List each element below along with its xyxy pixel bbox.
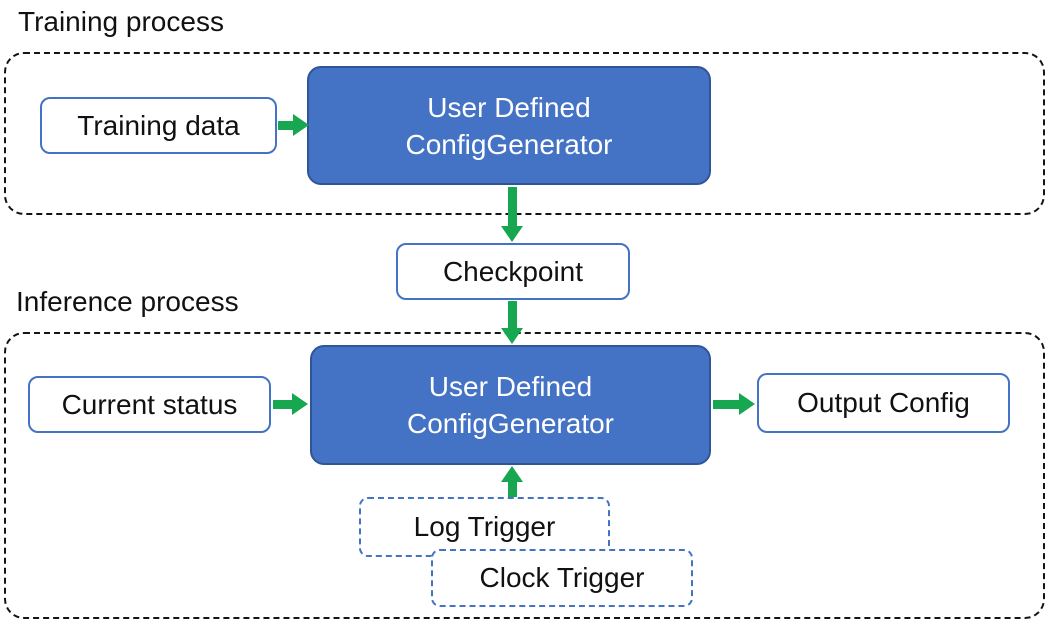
inference-generator-line1: User Defined — [428, 371, 593, 402]
training-data-label: Training data — [77, 109, 240, 141]
arrow-head — [501, 466, 523, 482]
checkpoint-box: Checkpoint — [396, 243, 630, 300]
current-status-box: Current status — [28, 376, 271, 433]
arrow-head — [501, 328, 523, 344]
arrow-shaft — [507, 301, 517, 328]
training-generator-line1: User Defined — [427, 91, 591, 123]
current-status-label: Current status — [61, 388, 238, 420]
training-process-label: Training process — [18, 6, 224, 37]
training-generator-line2: ConfigGenerator — [405, 128, 613, 160]
arrow-checkpoint-to-generator-icon — [501, 301, 523, 344]
arrow-shaft — [713, 399, 739, 409]
clock-trigger-box: Clock Trigger — [431, 549, 693, 607]
arrow-shaft — [507, 187, 517, 226]
training-data-box: Training data — [40, 97, 277, 154]
arrow-triggers-to-generator-icon — [501, 466, 523, 497]
arrow-head — [739, 393, 755, 415]
output-config-box: Output Config — [757, 373, 1010, 433]
checkpoint-label: Checkpoint — [442, 255, 584, 287]
training-generator-box: User Defined ConfigGenerator — [307, 66, 711, 185]
inference-generator-box: User Defined ConfigGenerator — [310, 345, 711, 465]
inference-process-label: Inference process — [16, 286, 239, 317]
log-trigger-label: Log Trigger — [413, 511, 556, 542]
arrow-head — [501, 226, 523, 242]
arrow-training-data-to-generator-icon — [278, 114, 309, 136]
arrow-head — [292, 393, 308, 415]
arrow-generator-to-checkpoint-icon — [501, 187, 523, 242]
arrow-generator-to-output-icon — [713, 393, 755, 415]
arrow-shaft — [278, 120, 293, 130]
arrow-current-status-to-generator-icon — [273, 393, 308, 415]
arrow-shaft — [273, 399, 292, 409]
inference-process-container — [4, 332, 1045, 619]
clock-trigger-label: Clock Trigger — [479, 562, 645, 593]
arrow-head — [293, 114, 309, 136]
log-trigger-box: Log Trigger — [359, 497, 610, 557]
training-process-container — [4, 52, 1045, 215]
inference-generator-line2: ConfigGenerator — [406, 408, 614, 439]
arrow-shaft — [507, 482, 517, 497]
output-config-label: Output Config — [797, 387, 970, 418]
